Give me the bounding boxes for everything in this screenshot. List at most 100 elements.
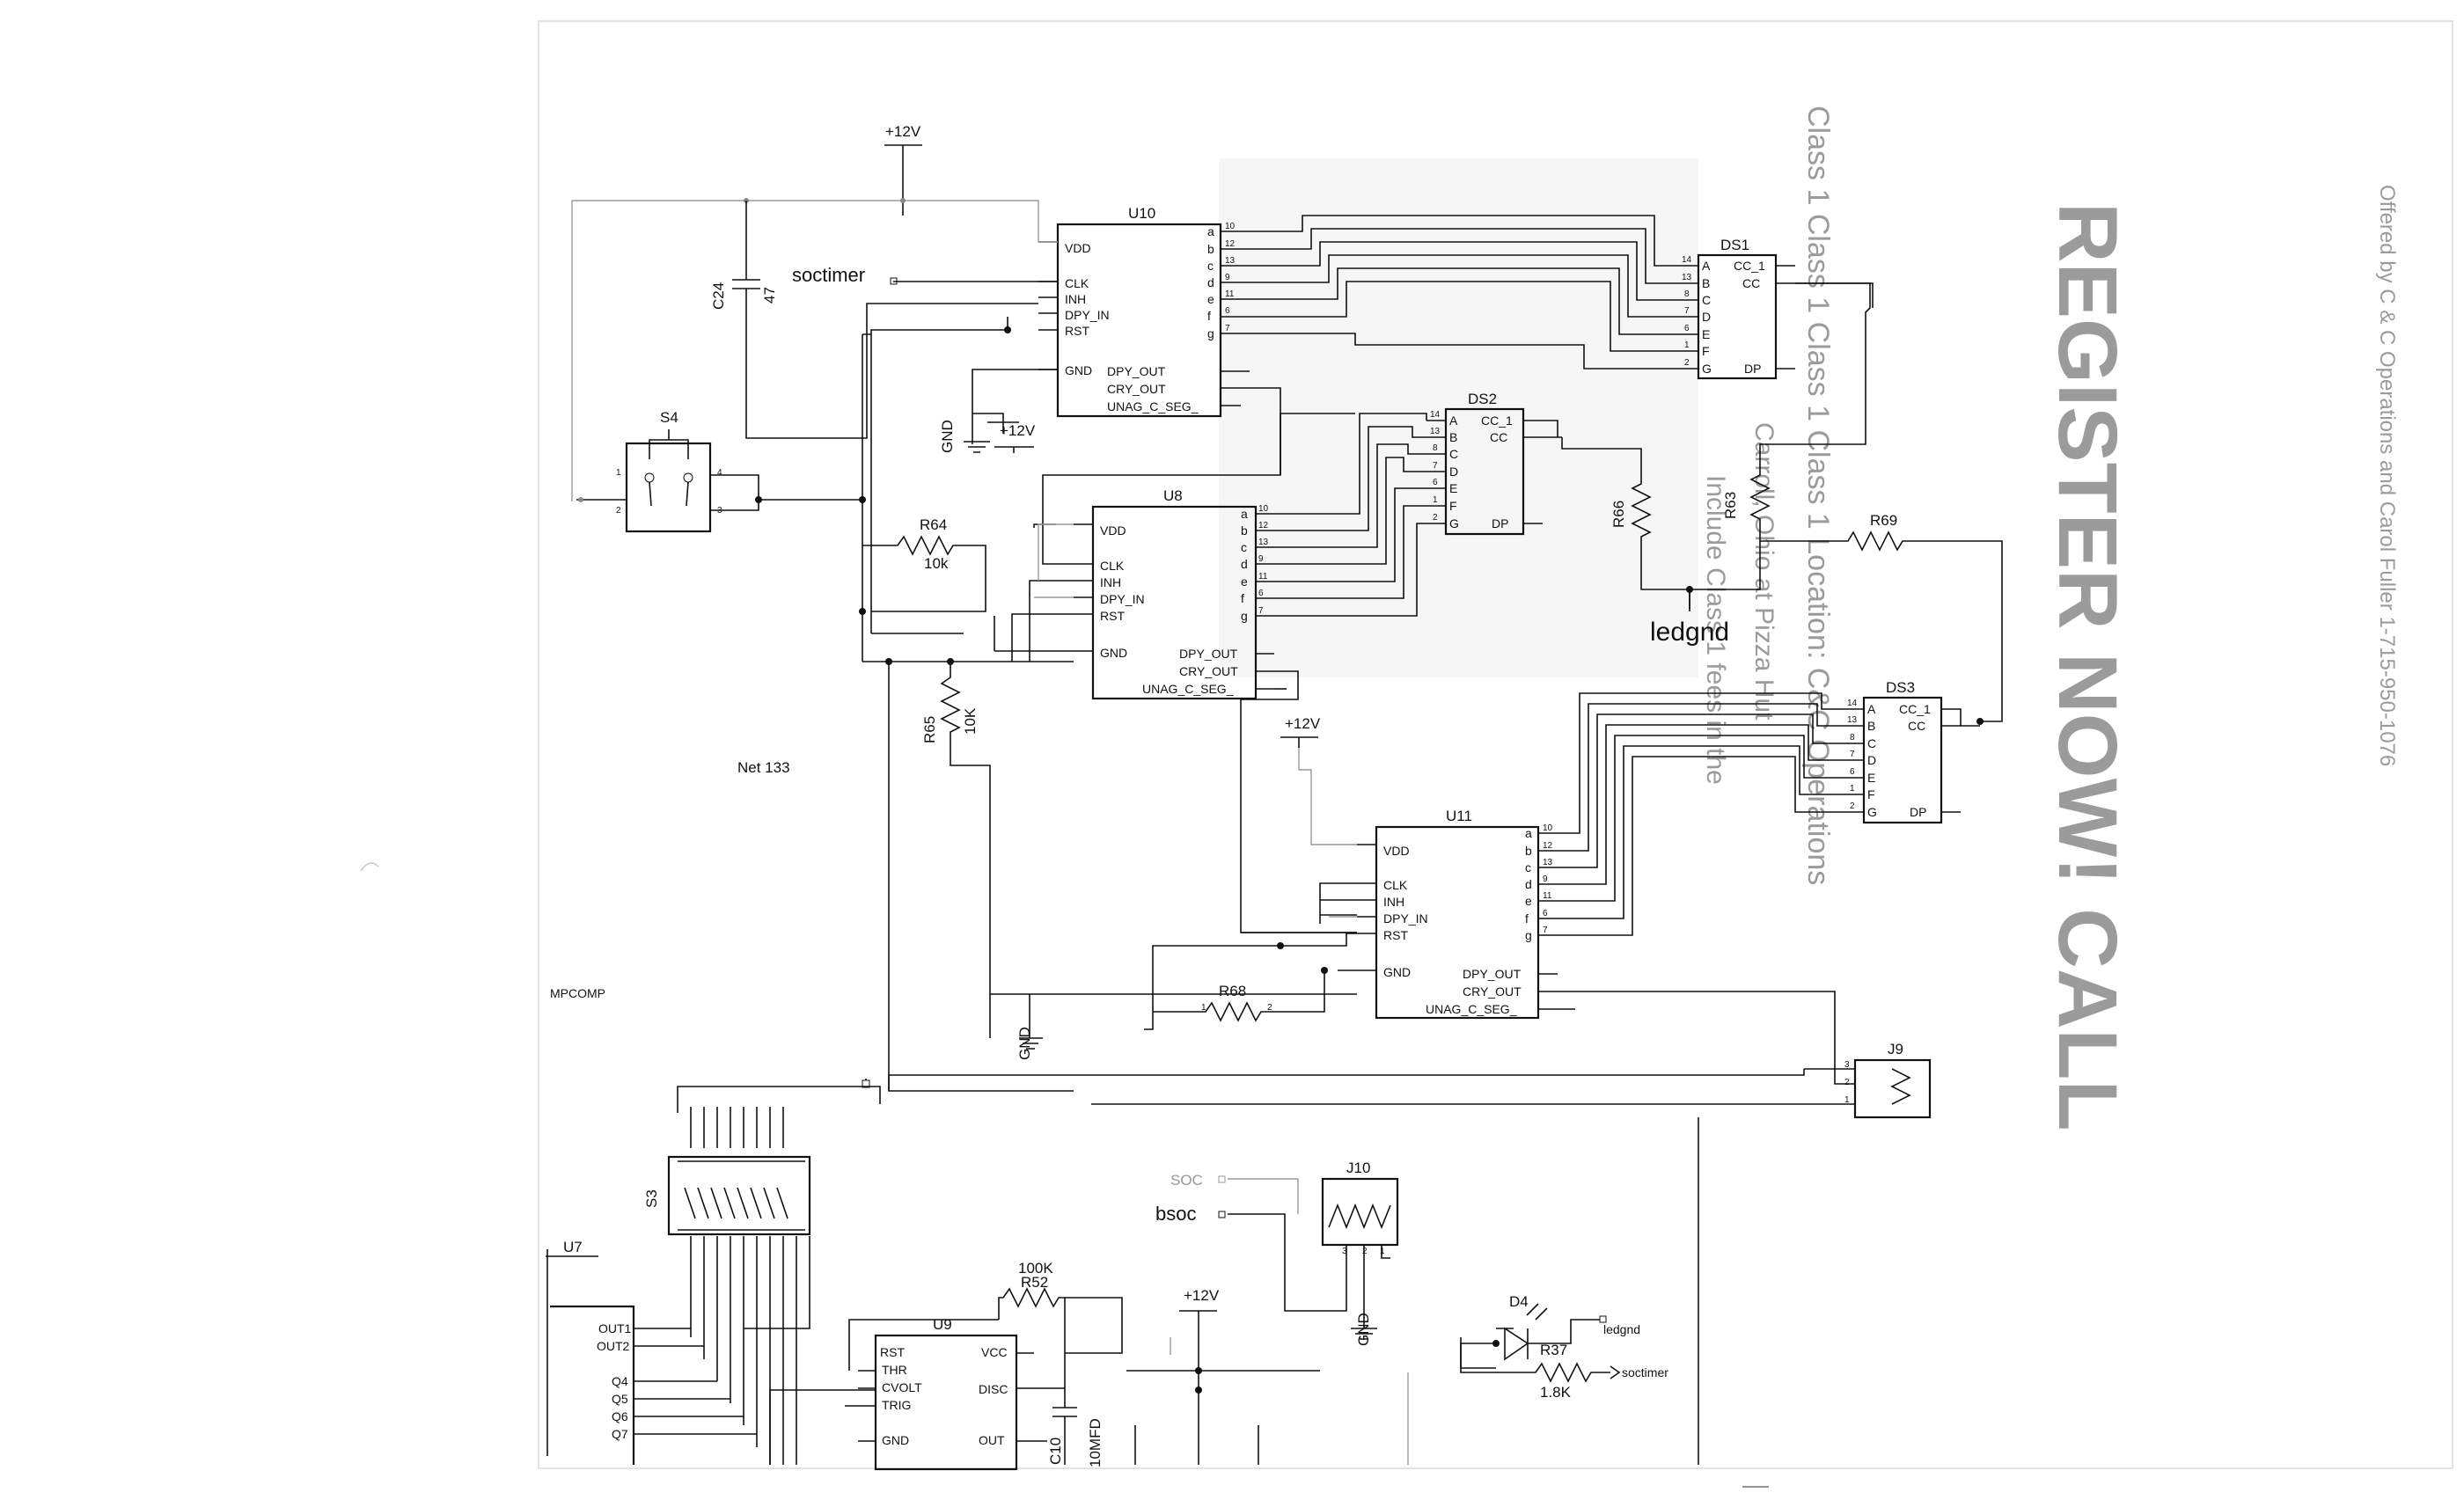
ds1-pin-a: A (1702, 259, 1711, 273)
u10-pin-unag: UNAG_C_SEG_ (1107, 399, 1199, 413)
r37-value: 1.8K (1540, 1384, 1572, 1401)
u8-num-c: 13 (1258, 538, 1269, 547)
bsoc-label: bsoc (1155, 1203, 1196, 1225)
ds1-num-c: 8 (1684, 289, 1690, 299)
capacitor-c10: C10 10MFD (1047, 1388, 1104, 1467)
gnd-lower-label: GND (1016, 1027, 1033, 1060)
u7-pin-out1: OUT1 (598, 1321, 632, 1335)
u10-pin-dpyin: DPY_IN (1065, 308, 1110, 322)
ds3-pin-d: D (1867, 753, 1876, 767)
ds1-num-b: 13 (1682, 273, 1692, 282)
u9-pin-vcc: VCC (981, 1345, 1008, 1359)
ds1-num-a: 14 (1682, 255, 1692, 265)
ds1-num-d: 7 (1684, 306, 1690, 316)
u11-pin-a: a (1525, 826, 1532, 840)
u10-pin-g: g (1207, 326, 1214, 340)
u11-num-b: 12 (1543, 841, 1553, 851)
u7-pin-q7: Q7 (612, 1427, 628, 1441)
ds1-num-e: 6 (1684, 324, 1690, 333)
u11-pin-unag: UNAG_C_SEG_ (1426, 1002, 1517, 1016)
u9-pin-thr: THR (882, 1363, 907, 1377)
resistor-r65: R65 10K (921, 662, 1357, 995)
ds2-pin-d: D (1449, 465, 1458, 479)
u10-pin-clk: CLK (1065, 276, 1089, 290)
u11-pin-f: f (1525, 911, 1529, 926)
u8-pin-vdd: VDD (1100, 523, 1126, 538)
ds1-refdes: DS1 (1720, 237, 1749, 253)
dip-switch-s3: S3 (643, 1079, 881, 1465)
ds1-num-f: 1 (1684, 340, 1690, 350)
ds2-num-g: 2 (1433, 513, 1438, 523)
segment-wiring (1241, 215, 1844, 936)
c24-refdes: C24 (710, 282, 727, 310)
u9-refdes: U9 (933, 1316, 952, 1333)
u8-refdes: U8 (1163, 487, 1183, 504)
ds2-pin-cc: CC (1490, 430, 1507, 444)
ds2-pin-c: C (1449, 447, 1458, 461)
u7-pin-q6: Q6 (612, 1409, 628, 1423)
u8-pin-unag: UNAG_C_SEG_ (1142, 682, 1234, 696)
ds2-num-e: 6 (1433, 478, 1438, 487)
ic-u8: U8 VDD CLK INH DPY_IN RST GND a b c d e … (1074, 487, 1274, 700)
ds3-pin-b: B (1867, 719, 1875, 733)
plus12v-top-label: +12V (885, 123, 921, 140)
c10-refdes: C10 (1047, 1438, 1064, 1465)
u8-control-wiring (1011, 413, 1355, 662)
svg-text:2: 2 (616, 506, 621, 516)
u10-num-c: 13 (1225, 256, 1236, 266)
u8-pin-d: d (1241, 557, 1248, 571)
ds3-num-b: 13 (1847, 715, 1858, 725)
u10-pin-c: c (1207, 259, 1214, 273)
svg-text:1: 1 (1844, 1095, 1850, 1105)
u8-pin-b: b (1241, 523, 1248, 538)
u11-pin-c: c (1525, 860, 1531, 874)
ds3-num-g: 2 (1850, 801, 1855, 811)
ds3-pin-cc1: CC_1 (1899, 702, 1931, 716)
u8-num-f: 6 (1258, 589, 1264, 598)
u8-pin-e: e (1241, 574, 1248, 589)
resistor-r66: R66 (1561, 437, 1690, 590)
r52-refdes: R52 (1021, 1274, 1048, 1291)
ledgnd-label: ledgnd (1650, 618, 1729, 647)
ds1-pin-f: F (1702, 344, 1710, 358)
u9-pin-trig: TRIG (882, 1398, 911, 1412)
ds1-pin-cc1: CC_1 (1734, 259, 1765, 273)
j10-refdes: J10 (1346, 1160, 1370, 1176)
r69-refdes: R69 (1870, 512, 1897, 529)
ds2-num-b: 13 (1430, 427, 1441, 436)
ds2-pin-g: G (1449, 516, 1459, 530)
u10-num-d: 9 (1225, 273, 1230, 282)
r66-refdes: R66 (1610, 501, 1627, 528)
ds3-num-c: 8 (1850, 733, 1855, 743)
ds3-num-f: 1 (1850, 784, 1855, 794)
r37-refdes: R37 (1540, 1342, 1567, 1358)
u10-refdes: U10 (1128, 205, 1155, 222)
u11-num-c: 13 (1543, 858, 1553, 867)
u11-pin-dpyout: DPY_OUT (1463, 967, 1522, 981)
u11-pin-e: e (1525, 894, 1532, 908)
svg-text:2: 2 (1267, 1003, 1272, 1013)
r64-value: 10k (924, 555, 949, 572)
u8-num-e: 11 (1258, 572, 1268, 582)
u10-pin-gnd: GND (1065, 363, 1092, 377)
u10-num-e: 11 (1225, 289, 1235, 299)
u8-pin-c: c (1241, 540, 1247, 554)
ds3-pin-f: F (1867, 787, 1875, 801)
u11-pin-inh: INH (1383, 895, 1404, 909)
u9-pin-gnd: GND (882, 1433, 909, 1447)
resistor-r63: R63 (1689, 282, 1871, 611)
resistor-r37: R37 1.8K soctimer (1460, 1342, 1668, 1401)
u8-pin-g: g (1241, 609, 1248, 623)
u10-pin-dpyout: DPY_OUT (1107, 364, 1166, 378)
display-ds3: DS3 A B C D E F G CC_1 CC DP 14 13 8 7 6… (1844, 679, 1980, 824)
ic-u11: U11 VDD CLK INH DPY_IN RST GND a b c d e… (1357, 808, 1558, 1020)
display-ds2: DS2 A B C D E F G CC_1 CC DP 14 13 8 7 6… (1426, 391, 1562, 536)
u11-pin-clk: CLK (1383, 878, 1408, 892)
d4-ledgnd-label: ledgnd (1603, 1322, 1640, 1336)
net133-label: Net 133 (737, 759, 790, 776)
u9-pin-rst: RST (880, 1345, 905, 1359)
ds1-pin-b: B (1702, 276, 1710, 290)
power-u11: +12V (1280, 715, 1357, 845)
u8-num-a: 10 (1258, 504, 1269, 514)
soctimer-label: soctimer (792, 264, 865, 286)
